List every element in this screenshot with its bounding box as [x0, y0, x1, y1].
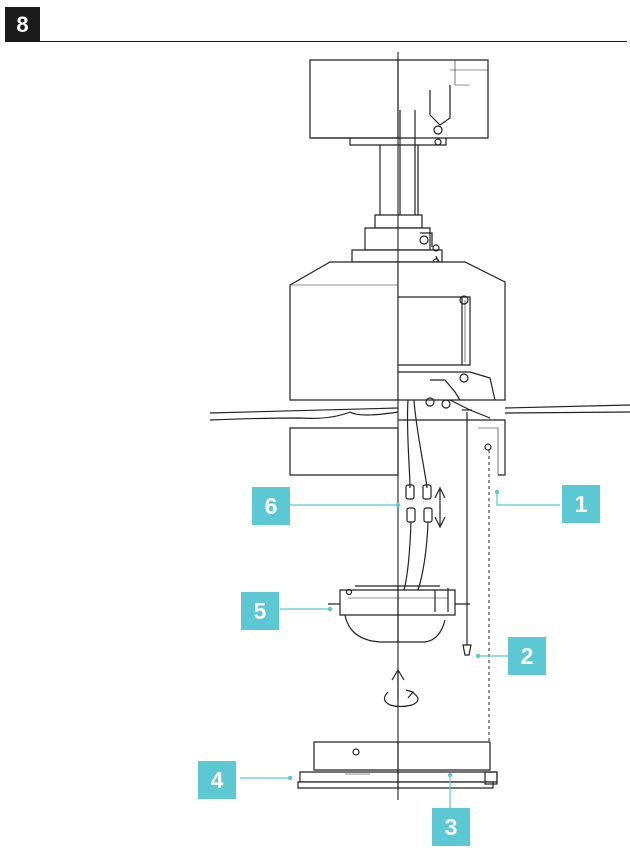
callout-4: 4: [198, 761, 236, 799]
double-arrow-icon: [435, 488, 445, 527]
rotate-arrow-icon: [384, 670, 418, 707]
wires-upper: [406, 398, 450, 499]
callout-5: 5: [241, 592, 279, 630]
light-adapter: [328, 586, 470, 642]
callout-3: 3: [432, 808, 470, 846]
callout-2: 2: [508, 637, 546, 675]
canopy: [310, 60, 488, 145]
callout-1: 1: [562, 485, 600, 523]
screw: [462, 410, 472, 655]
wires-lower: [404, 508, 432, 590]
blade-arms: [210, 405, 630, 420]
callout-6: 6: [252, 487, 290, 525]
